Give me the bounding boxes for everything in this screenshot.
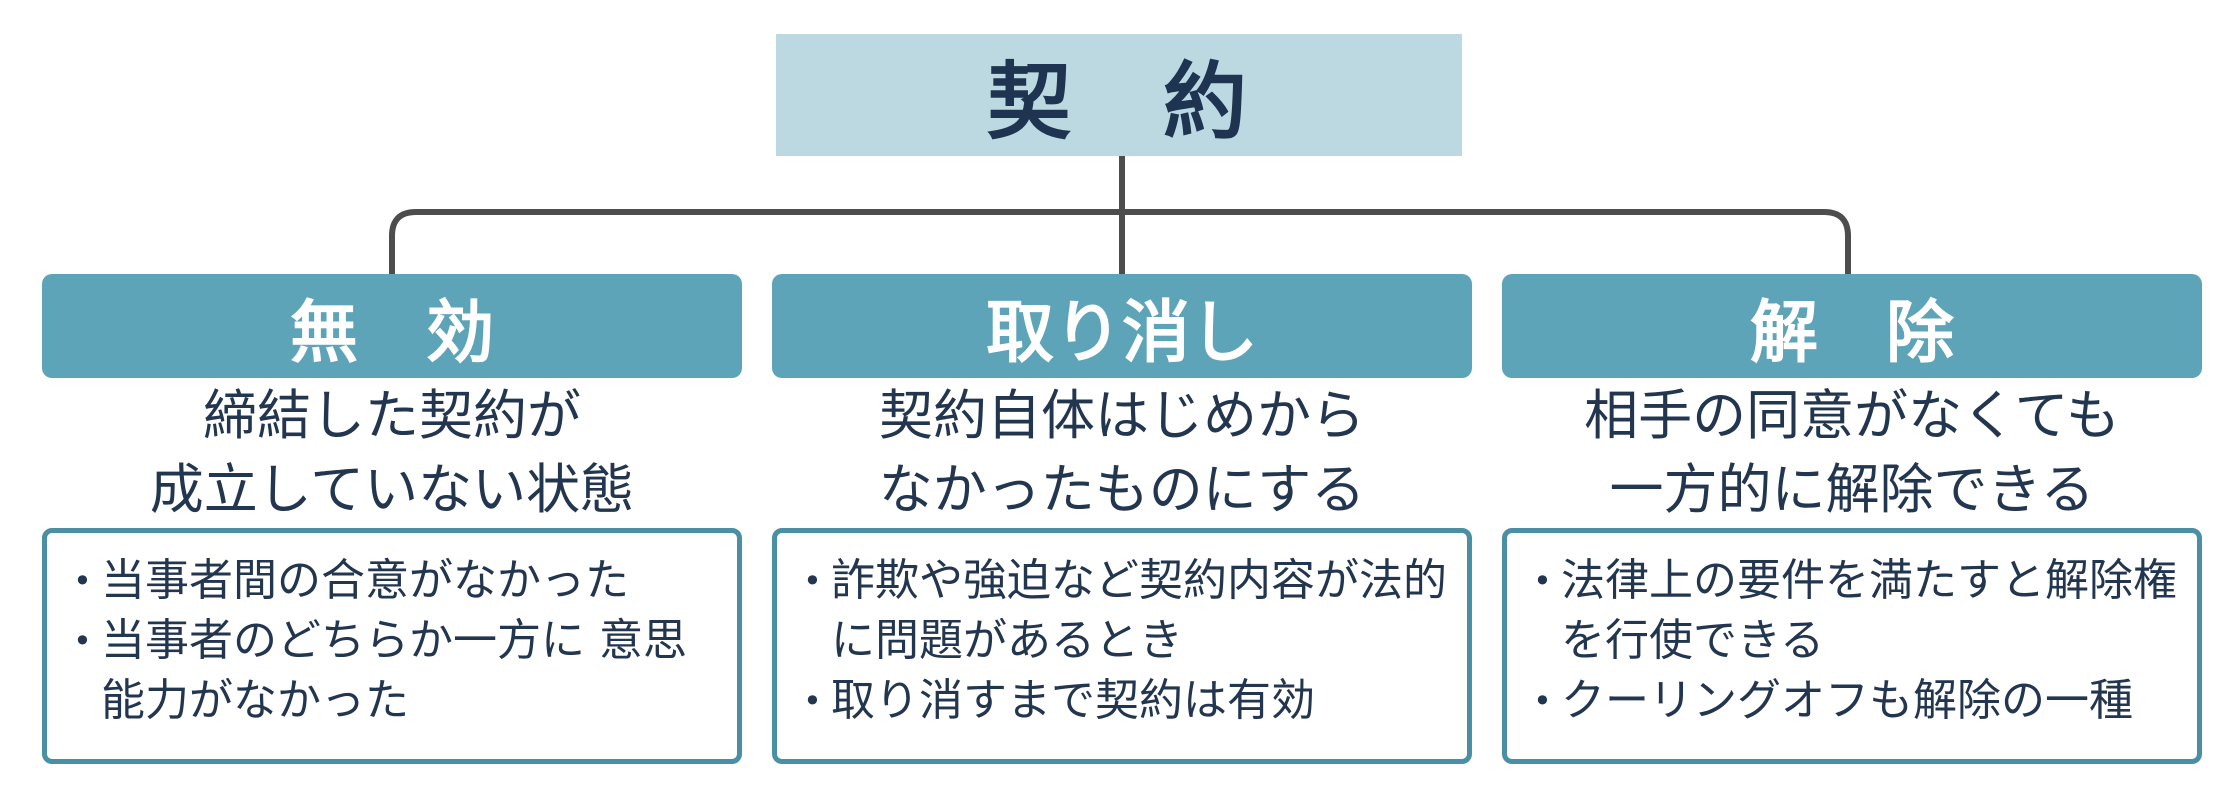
column-details-invalid: 当事者間の合意がなかった 当事者のどちらか一方に 意思能力がなかった xyxy=(42,528,742,764)
detail-bullet: 詐欺や強迫など契約内容が法的に問題があるとき xyxy=(799,551,1457,671)
connector-branch xyxy=(389,209,1851,274)
detail-bullet: 法律上の要件を満たすと解除権を行使できる xyxy=(1529,551,2187,671)
column-rescission: 取り消し 契約自体はじめから なかったものにする 詐欺や強迫など契約内容が法的に… xyxy=(772,274,1472,764)
column-description-termination: 相手の同意がなくても 一方的に解除できる xyxy=(1502,378,2202,528)
column-details-termination: 法律上の要件を満たすと解除権を行使できる クーリングオフも解除の一種 xyxy=(1502,528,2202,764)
detail-bullet: 当事者のどちらか一方に 意思能力がなかった xyxy=(69,611,727,731)
description-line: 契約自体はじめから xyxy=(879,384,1365,447)
description-line: 締結した契約が xyxy=(203,384,581,447)
column-invalid: 無 効 締結した契約が 成立していない状態 当事者間の合意がなかった 当事者のど… xyxy=(42,274,742,764)
detail-bullet: 取り消すまで契約は有効 xyxy=(799,671,1457,731)
column-header-termination: 解 除 xyxy=(1502,274,2202,378)
description-line: 相手の同意がなくても xyxy=(1584,384,2120,447)
column-details-rescission: 詐欺や強迫など契約内容が法的に問題があるとき 取り消すまで契約は有効 xyxy=(772,528,1472,764)
column-header-rescission: 取り消し xyxy=(772,274,1472,378)
detail-bullet: クーリングオフも解除の一種 xyxy=(1529,671,2187,731)
description-line: 一方的に解除できる xyxy=(1609,458,2095,521)
column-description-rescission: 契約自体はじめから なかったものにする xyxy=(772,378,1472,528)
column-description-invalid: 締結した契約が 成立していない状態 xyxy=(42,378,742,528)
column-header-invalid: 無 効 xyxy=(42,274,742,378)
column-termination: 解 除 相手の同意がなくても 一方的に解除できる 法律上の要件を満たすと解除権を… xyxy=(1502,274,2202,764)
detail-bullet: 当事者間の合意がなかった xyxy=(69,551,727,611)
root-node-contract: 契 約 xyxy=(776,34,1462,156)
description-line: 成立していない状態 xyxy=(149,458,635,521)
description-line: なかったものにする xyxy=(878,458,1366,521)
